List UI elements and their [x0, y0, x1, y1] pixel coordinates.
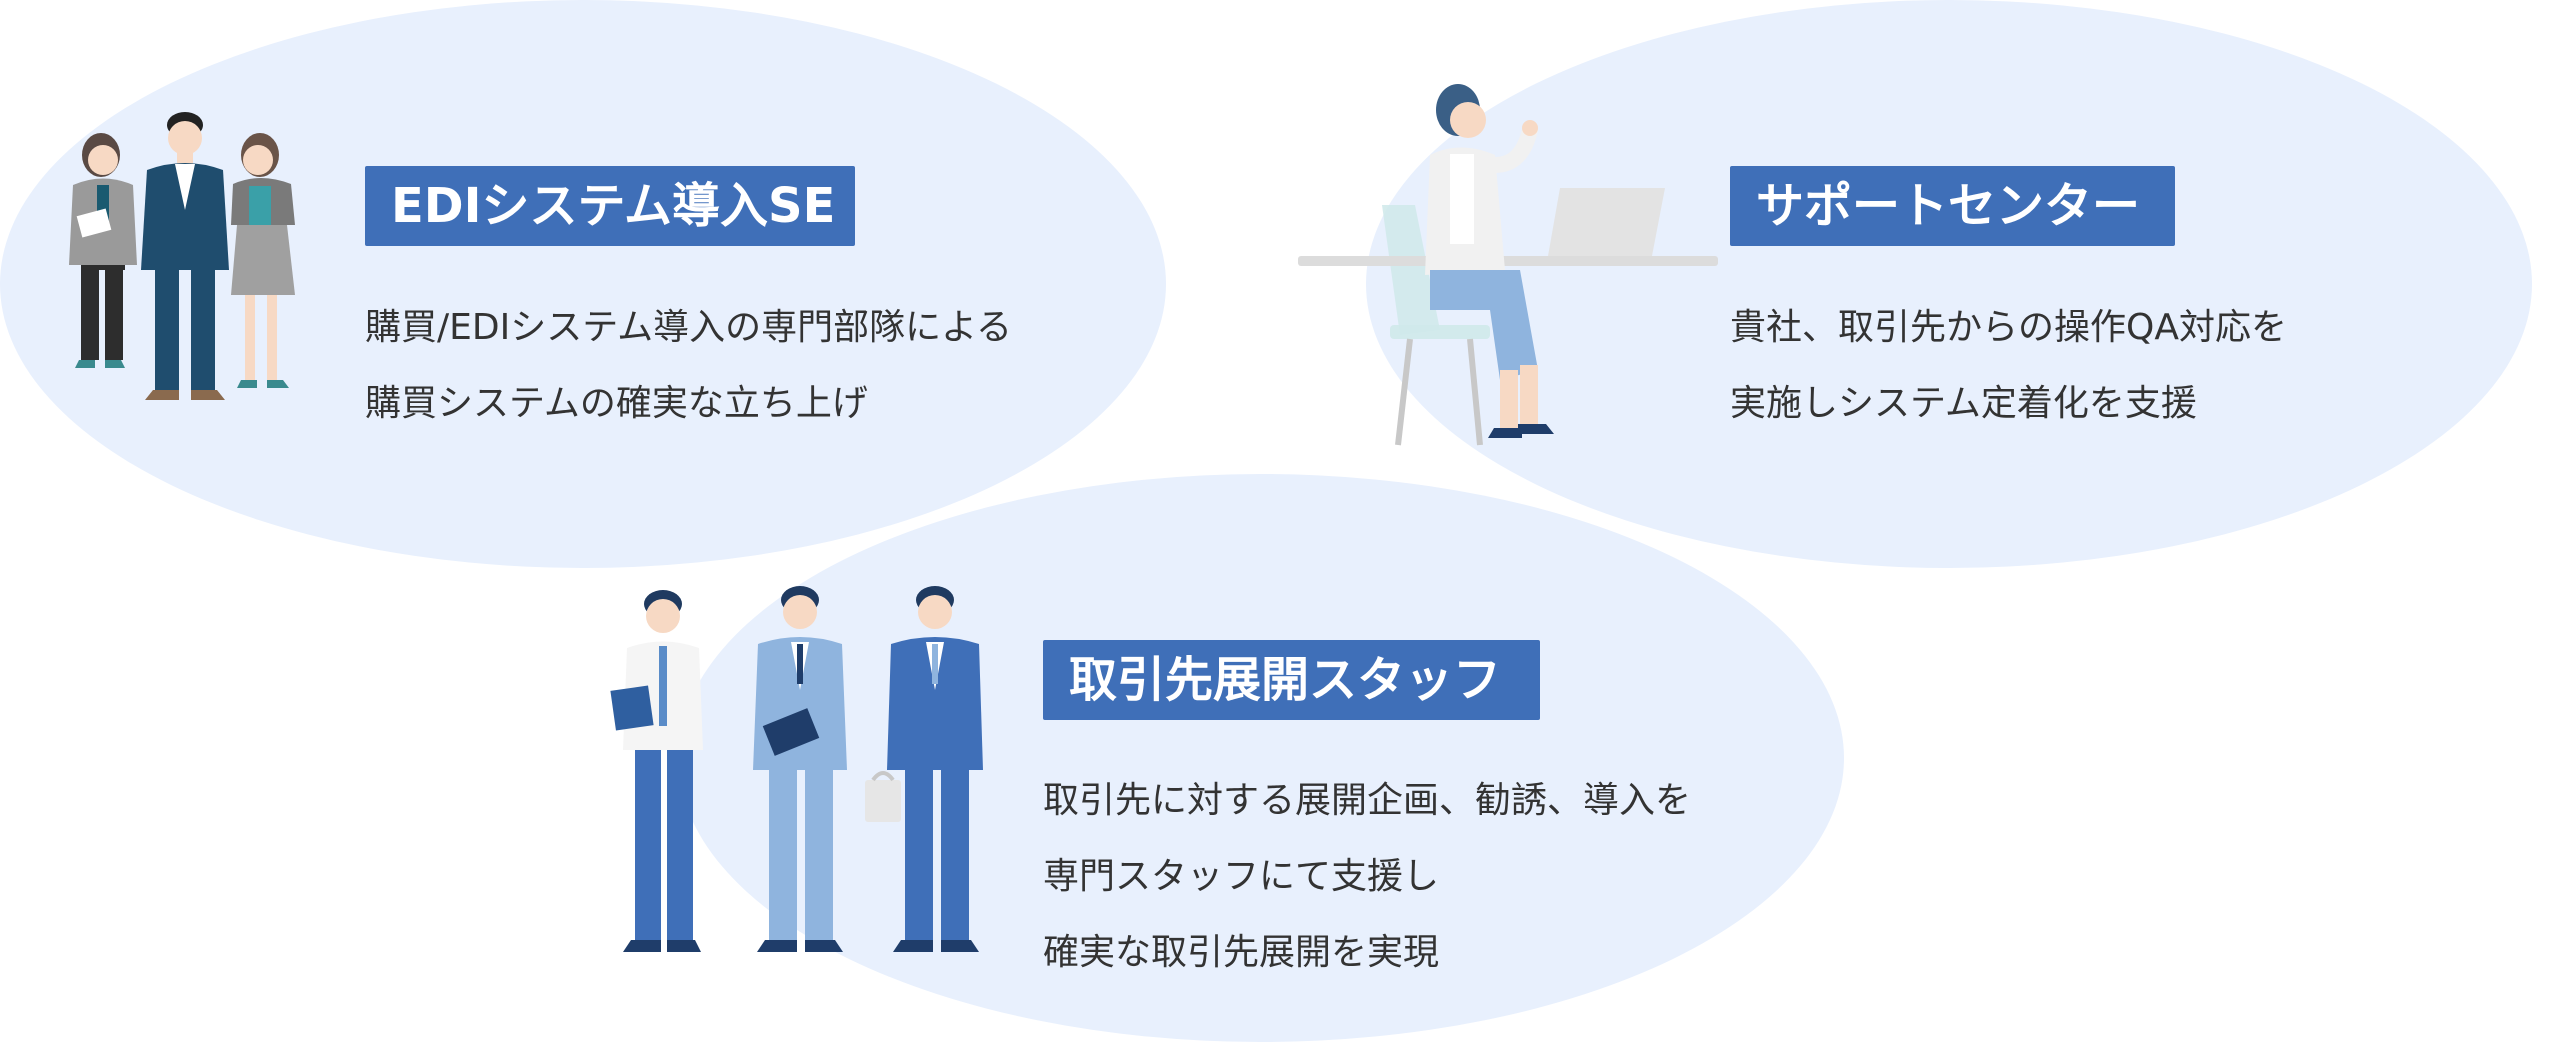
staff-left-figure — [610, 590, 703, 952]
desk-shape — [1298, 188, 1718, 266]
support-description-line: 実施しシステム定着化を支援 — [1730, 383, 2197, 424]
staff-right-figure — [865, 586, 983, 952]
staff-section-background — [678, 474, 1844, 1042]
staff-description-line: 取引先に対する展開企画、勧誘、導入を — [1043, 780, 1692, 821]
edi-section-title: EDIシステム導入SE — [365, 166, 855, 246]
support-description-line: 貴社、取引先からの操作QA対応を — [1730, 307, 2287, 348]
three-business-staff-illustration-icon — [610, 586, 983, 952]
support-section-background — [1366, 0, 2532, 568]
staff-section-description: 取引先に対する展開企画、勧誘、導入を 専門スタッフにて支援し 確実な取引先展開を… — [1043, 763, 1691, 991]
woman-left-figure — [69, 133, 137, 368]
support-operator-at-desk-illustration-icon — [1298, 84, 1718, 446]
edi-section-description: 購買/EDIシステム導入の専門部隊による 購買システムの確実な立ち上げ — [365, 290, 1012, 442]
staff-center-figure — [753, 586, 847, 952]
man-center-figure — [141, 112, 229, 400]
staff-description-line: 専門スタッフにて支援し — [1043, 856, 1440, 897]
edi-description-line: 購買システムの確実な立ち上げ — [365, 383, 868, 424]
support-section-description: 貴社、取引先からの操作QA対応を 実施しシステム定着化を支援 — [1730, 290, 2287, 442]
staff-description-line: 確実な取引先展開を実現 — [1043, 932, 1440, 973]
team-of-three-people-illustration-icon — [69, 112, 295, 400]
edi-description-line: 購買/EDIシステム導入の専門部隊による — [365, 307, 1013, 348]
chair-shape — [1382, 205, 1490, 446]
woman-right-figure — [231, 133, 295, 388]
staff-section-title: 取引先展開スタッフ — [1043, 640, 1540, 720]
operator-person-figure — [1425, 84, 1554, 438]
support-section-title: サポートセンター — [1730, 166, 2175, 246]
